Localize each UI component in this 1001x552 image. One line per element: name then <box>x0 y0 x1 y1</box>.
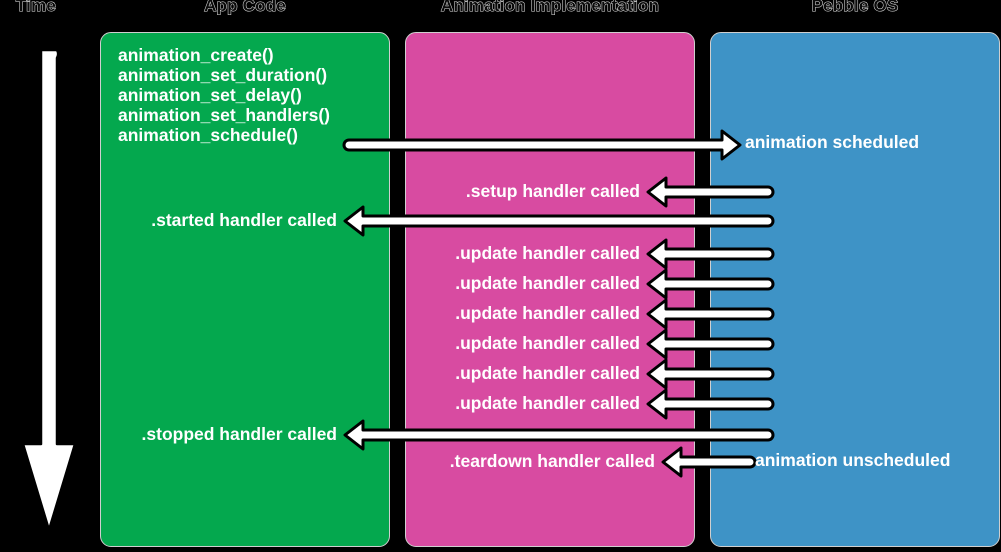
time-axis-arrow <box>21 48 77 532</box>
label-update-handler-3: .update handler called <box>455 303 640 323</box>
label-animation-unscheduled: animation unscheduled <box>755 450 951 470</box>
label-update-handler-6: .update handler called <box>455 393 640 413</box>
app-code-call-list: animation_create() animation_set_duratio… <box>118 45 330 145</box>
column-header-app-code: App Code <box>204 0 287 16</box>
label-started-handler: .started handler called <box>151 210 337 230</box>
label-setup-handler: .setup handler called <box>465 181 640 201</box>
app-call-animation-set-duration: animation_set_duration() <box>118 65 328 85</box>
app-code-lane <box>100 32 390 547</box>
column-header-time: Time <box>15 0 57 16</box>
column-header-animation-implementation: Animation Implementation <box>440 0 660 16</box>
label-stopped-handler: .stopped handler called <box>141 424 337 444</box>
label-update-handler-5: .update handler called <box>455 363 640 383</box>
label-animation-scheduled: animation scheduled <box>745 132 920 152</box>
app-call-animation-set-handlers: animation_set_handlers() <box>118 105 330 125</box>
column-header-pebble-os: Pebble OS <box>811 0 899 16</box>
app-call-animation-schedule: animation_schedule() <box>118 125 298 145</box>
label-update-handler-1: .update handler called <box>455 243 640 263</box>
label-update-handler-2: .update handler called <box>455 273 640 293</box>
app-call-animation-create: animation_create() <box>118 45 274 65</box>
label-teardown-handler: .teardown handler called <box>449 451 655 471</box>
app-call-animation-set-delay: animation_set_delay() <box>118 85 302 105</box>
label-update-handler-4: .update handler called <box>455 333 640 353</box>
